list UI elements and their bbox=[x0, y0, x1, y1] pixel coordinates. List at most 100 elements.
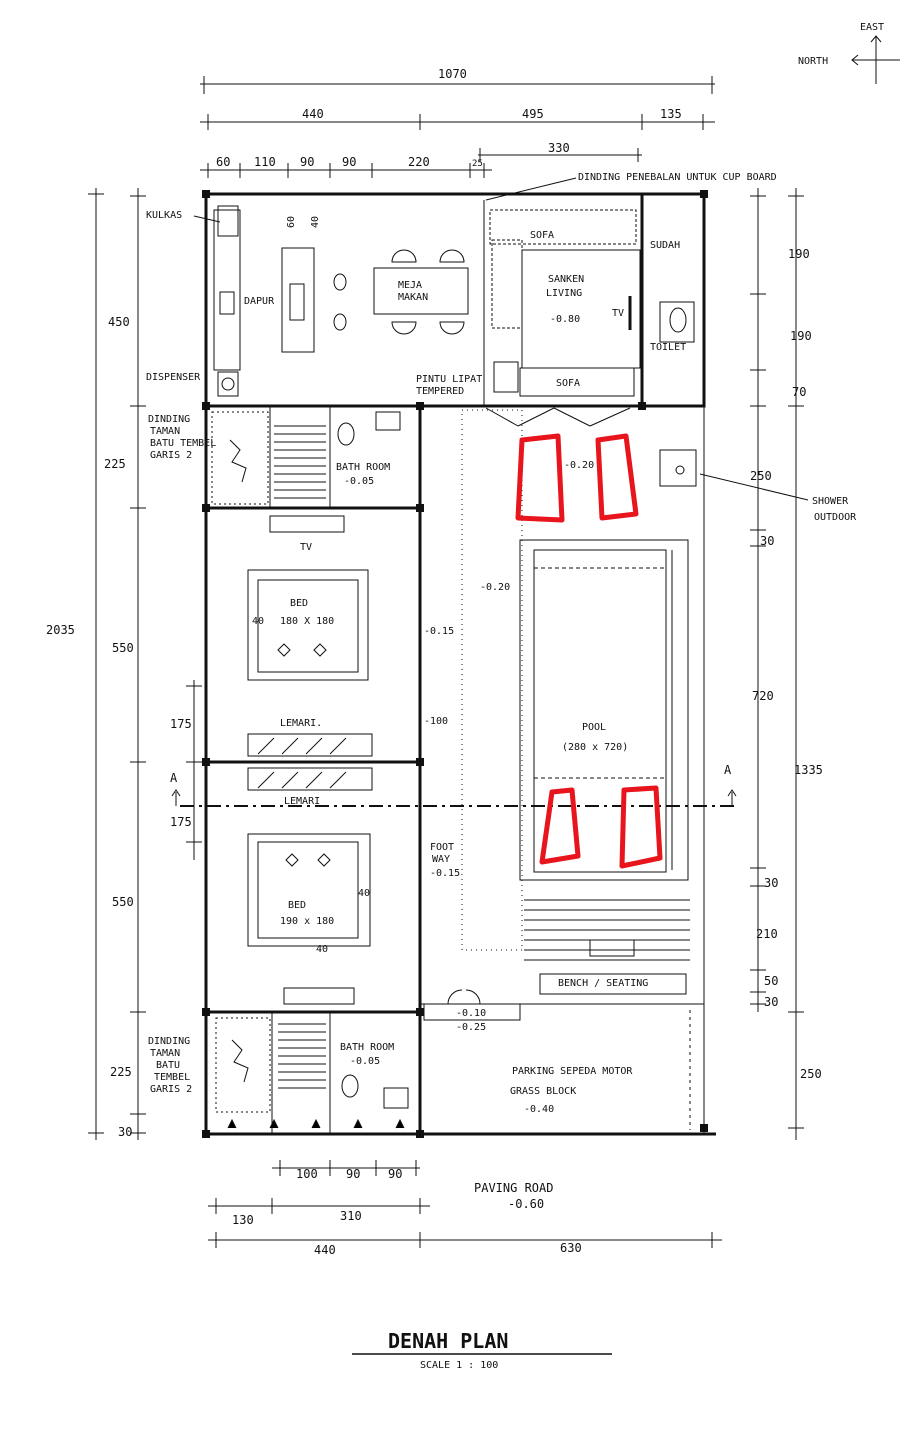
label-dinding-taman-1a: DINDING bbox=[148, 414, 190, 425]
red-markup-annotations bbox=[515, 433, 663, 869]
label-level-020-side: -0.20 bbox=[480, 582, 510, 593]
dim-630: 630 bbox=[560, 1241, 582, 1255]
red-mark-3 bbox=[539, 787, 581, 865]
label-outdoor: OUTDOOR bbox=[814, 512, 857, 523]
label-sanken-2: LIVING bbox=[546, 288, 582, 299]
dim-30-b: 30 bbox=[764, 876, 778, 890]
dim-225-b: 225 bbox=[110, 1065, 132, 1079]
garden-bath-lower bbox=[215, 1017, 409, 1129]
label-40-vertical: 40 bbox=[310, 216, 321, 228]
label-level-020-top: -0.20 bbox=[564, 460, 594, 471]
label-level-100: -100 bbox=[424, 716, 448, 727]
label-level-010: -0.10 bbox=[456, 1008, 486, 1019]
label-dinding-taman-1d: GARIS 2 bbox=[150, 450, 192, 461]
dim-60: 60 bbox=[216, 155, 230, 169]
label-bed-1: BED bbox=[290, 598, 308, 609]
dim-30-c: 30 bbox=[764, 995, 778, 1009]
label-dinding-taman-2b: TAMAN bbox=[150, 1048, 180, 1059]
dim-190-b: 190 bbox=[790, 329, 812, 343]
dim-90-b: 90 bbox=[342, 155, 356, 169]
label-sudah: SUDAH bbox=[650, 240, 680, 251]
label-tv-living: TV bbox=[612, 308, 624, 319]
dim-310: 310 bbox=[340, 1209, 362, 1223]
compass: EAST NORTH bbox=[798, 22, 900, 84]
top-dimensions: 1070 440 495 135 330 60 110 90 90 220 25 bbox=[200, 67, 715, 178]
dim-225-a: 225 bbox=[104, 457, 126, 471]
label-meja-2: MAKAN bbox=[398, 292, 428, 303]
label-sofa-top: SOFA bbox=[530, 230, 554, 241]
kitchen-dining bbox=[213, 205, 469, 397]
label-dinding-penebalan: DINDING PENEBALAN UNTUK CUP BOARD bbox=[578, 172, 777, 183]
label-parking: PARKING SEPEDA MOTOR bbox=[512, 1066, 633, 1077]
dim-90-a: 90 bbox=[300, 155, 314, 169]
dim-550-a: 550 bbox=[112, 641, 134, 655]
building-walls bbox=[202, 190, 716, 1138]
dim-110: 110 bbox=[254, 155, 276, 169]
label-parking-level: -0.40 bbox=[524, 1104, 554, 1115]
sanken-living bbox=[485, 209, 695, 427]
title-scale: SCALE 1 : 100 bbox=[420, 1360, 498, 1371]
dim-1070: 1070 bbox=[438, 67, 467, 81]
label-bed-1-size: 180 X 180 bbox=[280, 616, 334, 627]
label-level-025: -0.25 bbox=[456, 1022, 486, 1033]
red-mark-4 bbox=[619, 785, 663, 869]
dim-50: 50 bbox=[764, 974, 778, 988]
label-grass-block: GRASS BLOCK bbox=[510, 1086, 576, 1097]
bottom-dimensions: 100 90 90 130 310 440 630 bbox=[208, 1160, 722, 1257]
label-pintu-lipat: PINTU LIPAT bbox=[416, 374, 482, 385]
label-road-level: -0.60 bbox=[508, 1197, 544, 1211]
label-level-015-bedroom: -0.15 bbox=[424, 626, 454, 637]
garden-bath-upper bbox=[211, 411, 401, 505]
dim-220: 220 bbox=[408, 155, 430, 169]
right-dimensions: 190 190 70 250 30 720 30 210 50 30 1335 … bbox=[750, 188, 823, 1140]
dim-2035: 2035 bbox=[46, 623, 75, 637]
label-section-a-right: A bbox=[724, 763, 732, 777]
label-paving-road: PAVING ROAD bbox=[474, 1181, 553, 1195]
label-dinding-taman-2d: TEMBEL bbox=[154, 1072, 190, 1083]
dim-250-b: 250 bbox=[800, 1067, 822, 1081]
label-foot-way-1: FOOT bbox=[430, 842, 454, 853]
label-dispenser: DISPENSER bbox=[146, 372, 201, 383]
dim-210: 210 bbox=[756, 927, 778, 941]
title-denah-plan: DENAH PLAN bbox=[388, 1329, 508, 1353]
dim-450: 450 bbox=[108, 315, 130, 329]
label-dinding-taman-2a: DINDING bbox=[148, 1036, 190, 1047]
label-dapur: DAPUR bbox=[244, 296, 275, 307]
dim-100: 100 bbox=[296, 1167, 318, 1181]
dim-90-c: 90 bbox=[346, 1167, 360, 1181]
label-dinding-taman-2c: BATU bbox=[156, 1060, 180, 1071]
label-section-a-left: A bbox=[170, 771, 178, 785]
label-bed-2-40-bottom: 40 bbox=[316, 944, 328, 955]
dim-495: 495 bbox=[522, 107, 544, 121]
red-mark-1 bbox=[515, 433, 565, 523]
dim-25: 25 bbox=[472, 159, 483, 169]
outdoor-pool-area bbox=[423, 409, 697, 1130]
label-shower: SHOWER bbox=[812, 496, 849, 507]
label-bed-1-40: 40 bbox=[252, 616, 264, 627]
label-dinding-taman-1c: BATU TEMBEL bbox=[150, 438, 216, 449]
label-lemari-2: LEMARI bbox=[284, 796, 320, 807]
left-dimensions: 2035 450 225 550 550 225 30 175 175 bbox=[46, 188, 202, 1140]
dim-720: 720 bbox=[752, 689, 774, 703]
dim-175-a: 175 bbox=[170, 717, 192, 731]
label-kulkas: KULKAS bbox=[146, 210, 182, 221]
label-toilet: TOILET bbox=[650, 342, 686, 353]
dim-190-a: 190 bbox=[788, 247, 810, 261]
label-bed-2: BED bbox=[288, 900, 306, 911]
label-meja-1: MEJA bbox=[398, 280, 422, 291]
dim-30-left: 30 bbox=[118, 1125, 132, 1139]
label-dinding-taman-2e: GARIS 2 bbox=[150, 1084, 192, 1095]
red-mark-2 bbox=[595, 433, 639, 521]
label-bench-seating: BENCH / SEATING bbox=[558, 978, 648, 989]
dim-90-d: 90 bbox=[388, 1167, 402, 1181]
label-pool-size: (280 x 720) bbox=[562, 742, 628, 753]
label-bathroom-1: BATH ROOM bbox=[336, 462, 390, 473]
label-bathroom-2-level: -0.05 bbox=[350, 1056, 380, 1067]
dim-30-a: 30 bbox=[760, 534, 774, 548]
dim-135: 135 bbox=[660, 107, 682, 121]
label-bathroom-1-level: -0.05 bbox=[344, 476, 374, 487]
dim-330: 330 bbox=[548, 141, 570, 155]
label-60-vertical: 60 bbox=[286, 216, 297, 228]
label-tv-bedroom: TV bbox=[300, 542, 312, 553]
